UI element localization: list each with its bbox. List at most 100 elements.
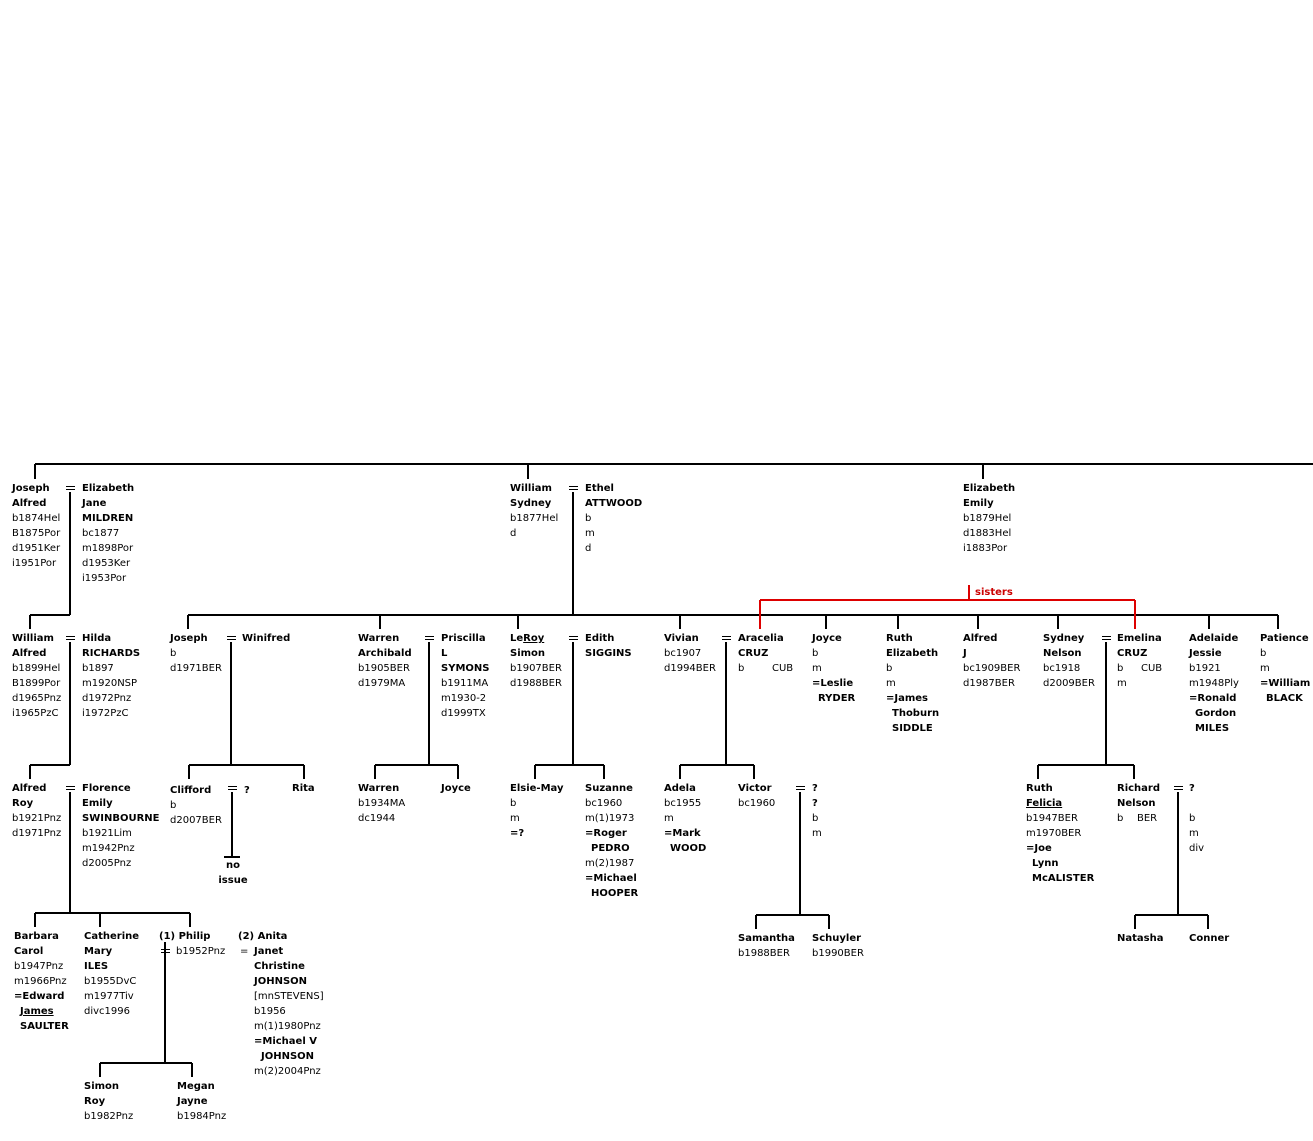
person-clifford-spouse[interactable]: ?: [244, 783, 250, 798]
name-first: Adela: [664, 783, 696, 794]
name-middle: Mary: [84, 946, 113, 957]
person-florence[interactable]: Florence Emily SWINBOURNE b1921Lim m1942…: [82, 781, 159, 871]
person-alfred-roy[interactable]: Alfred Roy b1921Pnz d1971Pnz: [12, 781, 61, 841]
birth: b1921Pnz: [12, 813, 62, 824]
spouse-surname: McALISTER: [1032, 873, 1095, 884]
person-adelaide[interactable]: Adelaide Jessie b1921 m1948Ply =Ronald G…: [1189, 631, 1239, 736]
person-leroy[interactable]: LeRoy Simon b1907BER d1988BER: [510, 631, 562, 691]
birth: b1955DvC: [84, 976, 137, 987]
name-middle: J: [963, 648, 967, 659]
person-philip[interactable]: (1) Philip b1952Pnz: [159, 929, 225, 959]
person-victor-spouse[interactable]: ? ? b m: [812, 781, 822, 841]
person-sydney-nelson[interactable]: Sydney Nelson bc1918 d2009BER: [1043, 631, 1095, 691]
person-conner[interactable]: Conner: [1189, 931, 1229, 946]
person-edith[interactable]: Edith SIGGINS: [585, 631, 632, 661]
name-middle: Alfred: [12, 498, 47, 509]
birth-place: CUB: [772, 663, 794, 674]
name-first: Joyce: [441, 783, 471, 794]
person-joseph-alfred[interactable]: Joseph Alfred b1874Hel B1875Por d1951Ker…: [12, 481, 60, 571]
person-adela[interactable]: Adela bc1955 m =Mark WOOD: [664, 781, 706, 856]
person-simon[interactable]: Simon Roy b1982Pnz: [84, 1079, 133, 1124]
name-first: Emelina: [1117, 633, 1162, 644]
surname: CRUZ: [738, 648, 769, 659]
person-winifred[interactable]: Winifred: [242, 631, 290, 646]
spouse-2-name: =Michael: [585, 873, 637, 884]
spouse-surname: JOHNSON: [261, 1051, 315, 1062]
person-suzanne[interactable]: Suzanne bc1960 m(1)1973 =Roger PEDRO m(2…: [585, 781, 638, 901]
spouse-name: =?: [510, 828, 525, 839]
person-hilda[interactable]: Hilda RICHARDS b1897 m1920NSP d1972Pnz i…: [82, 631, 140, 721]
person-vivian[interactable]: Vivian bc1907 d1994BER: [664, 631, 716, 676]
surname: ATTWOOD: [585, 498, 643, 509]
name-middle: Roy: [12, 798, 34, 809]
person-anita[interactable]: (2) Anita Janet Christine JOHNSON [mnSTE…: [238, 929, 324, 1079]
person-ruth-elizabeth[interactable]: Ruth Elizabeth b m =James Thoburn SIDDLE: [886, 631, 939, 736]
person-alfred-j[interactable]: Alfred J bc1909BER d1987BER: [963, 631, 1020, 691]
name-unknown: ?: [1189, 783, 1195, 794]
person-elsie-may[interactable]: Elsie-May b m =?: [510, 781, 563, 841]
person-victor[interactable]: Victor bc1960: [738, 781, 775, 811]
birth: b: [812, 813, 819, 824]
person-barbara[interactable]: Barbara Carol b1947Pnz m1966Pnz =Edward …: [14, 929, 69, 1034]
name-first: William: [510, 483, 552, 494]
name-first: (1) Philip: [159, 931, 211, 942]
name-first: Aracelia: [738, 633, 784, 644]
name-first: Warren: [358, 783, 400, 794]
person-priscilla[interactable]: Priscilla L SYMONS b1911MA m1930-2 d1999…: [441, 631, 489, 721]
person-catherine[interactable]: Catherine Mary ILES b1955DvC m1977Tiv di…: [84, 929, 139, 1019]
spouse-1-name: =Roger: [585, 828, 627, 839]
marriage: m: [585, 528, 595, 539]
person-ruth-felicia[interactable]: Ruth Felicia b1947BER m1970BER =Joe Lynn…: [1026, 781, 1094, 886]
interment: i1965PzC: [12, 708, 59, 719]
death: d1999TX: [441, 708, 486, 719]
name-middle: Emily: [963, 498, 994, 509]
person-joseph[interactable]: Joseph b d1971BER: [170, 631, 222, 676]
name-middle: Jane: [82, 498, 107, 509]
person-joyce[interactable]: Joyce b m =Leslie RYDER: [812, 631, 855, 706]
name-middle: Carol: [14, 946, 44, 957]
person-warren-archibald[interactable]: Warren Archibald b1905BER d1979MA: [358, 631, 412, 691]
death: d1987BER: [963, 678, 1015, 689]
person-samantha[interactable]: Samantha b1988BER: [738, 931, 795, 961]
name-first: Conner: [1189, 933, 1230, 944]
person-megan[interactable]: Megan Jayne b1984Pnz: [177, 1079, 226, 1124]
name-first: Samantha: [738, 933, 795, 944]
name-first: Catherine: [84, 931, 140, 942]
person-joyce-symons[interactable]: Joyce: [441, 781, 471, 796]
birth: b1879Hel: [963, 513, 1012, 524]
person-william-alfred[interactable]: William Alfred b1899Hel B1899Por d1965Pn…: [12, 631, 61, 721]
maiden-name: [mnSTEVENS]: [254, 991, 324, 1002]
spouse-middle: Gordon: [1195, 708, 1237, 719]
interment: i1883Por: [963, 543, 1008, 554]
no-issue-note: no issue: [218, 858, 248, 888]
person-warren[interactable]: Warren b1934MA dc1944: [358, 781, 405, 826]
person-clifford[interactable]: Clifford b d2007BER: [170, 783, 222, 828]
surname-unknown: ?: [812, 798, 818, 809]
baptism: B1875Por: [12, 528, 61, 539]
name-middle: Jayne: [177, 1096, 208, 1107]
person-natasha[interactable]: Natasha: [1117, 931, 1163, 946]
name-first: Elizabeth: [963, 483, 1016, 494]
person-schuyler[interactable]: Schuyler b1990BER: [812, 931, 864, 961]
person-elizabeth-jane[interactable]: Elizabeth Jane MILDREN bc1877 m1898Por d…: [82, 481, 134, 586]
spouse-name: =Mark: [664, 828, 701, 839]
person-ethel[interactable]: Ethel ATTWOOD b m d: [585, 481, 642, 556]
spouse-surname: BLACK: [1266, 693, 1303, 704]
person-rita[interactable]: Rita: [292, 781, 315, 796]
person-elizabeth-emily[interactable]: Elizabeth Emily b1879Hel d1883Hel i1883P…: [963, 481, 1015, 556]
surname: MILDREN: [82, 513, 134, 524]
person-patience[interactable]: Patience b m =William BLACK: [1260, 631, 1310, 706]
person-william-sydney[interactable]: William Sydney b1877Hel d: [510, 481, 558, 541]
name-first: Victor: [738, 783, 772, 794]
name-middle: Nelson: [1043, 648, 1082, 659]
person-richard-spouse[interactable]: ? b m div: [1189, 781, 1204, 856]
birth: b1907BER: [510, 663, 562, 674]
marriage: m: [1260, 663, 1270, 674]
name-middle: Nelson: [1117, 798, 1156, 809]
spouse-name: =William: [1260, 678, 1311, 689]
birth: bc1960: [585, 798, 623, 809]
